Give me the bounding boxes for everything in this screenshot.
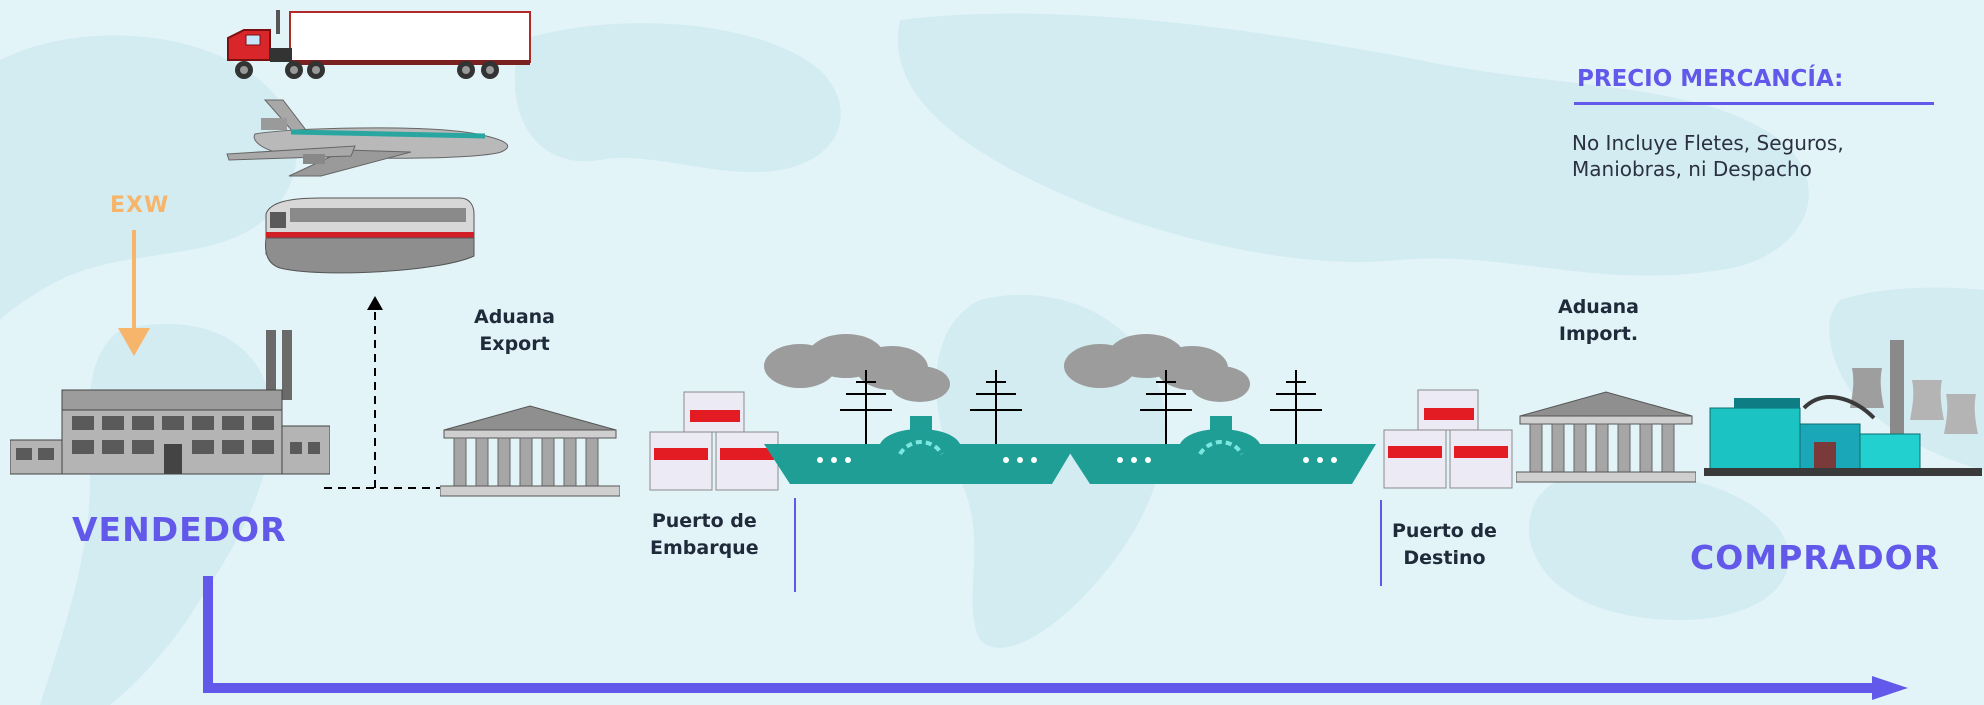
industrial-plant-icon [1704, 340, 1982, 476]
port-loading-label: Puerto de Embarque [650, 510, 759, 559]
truck-icon [227, 10, 531, 79]
containers-icon [649, 391, 779, 491]
train-icon [265, 197, 475, 274]
dashed-route [324, 296, 444, 489]
exw-arrow [118, 230, 150, 356]
price-underline [1574, 102, 1934, 105]
customs-import-label: Aduana Import. [1558, 296, 1640, 345]
cargo-ship-icon [764, 334, 1076, 484]
port-destination-divider [1380, 500, 1382, 586]
port-loading-divider [794, 498, 796, 592]
customs-building-icon [440, 405, 620, 497]
factory-icon [10, 330, 330, 475]
containers-icon [1383, 389, 1513, 489]
customs-export-label: Aduana Export [474, 306, 556, 355]
incoterm-label: EXW [110, 193, 170, 218]
port-destination-label: Puerto de Destino [1392, 520, 1497, 569]
airplane-icon [226, 99, 508, 177]
buyer-label: COMPRADOR [1690, 538, 1941, 577]
cargo-ship-icon [1064, 334, 1376, 484]
price-note: No Incluye Fletes, Seguros, Maniobras, n… [1572, 131, 1844, 181]
seller-label: VENDEDOR [72, 510, 287, 549]
customs-building-icon [1516, 391, 1696, 483]
price-title: PRECIO MERCANCÍA: [1577, 66, 1844, 92]
responsibility-arrow [203, 576, 1908, 700]
